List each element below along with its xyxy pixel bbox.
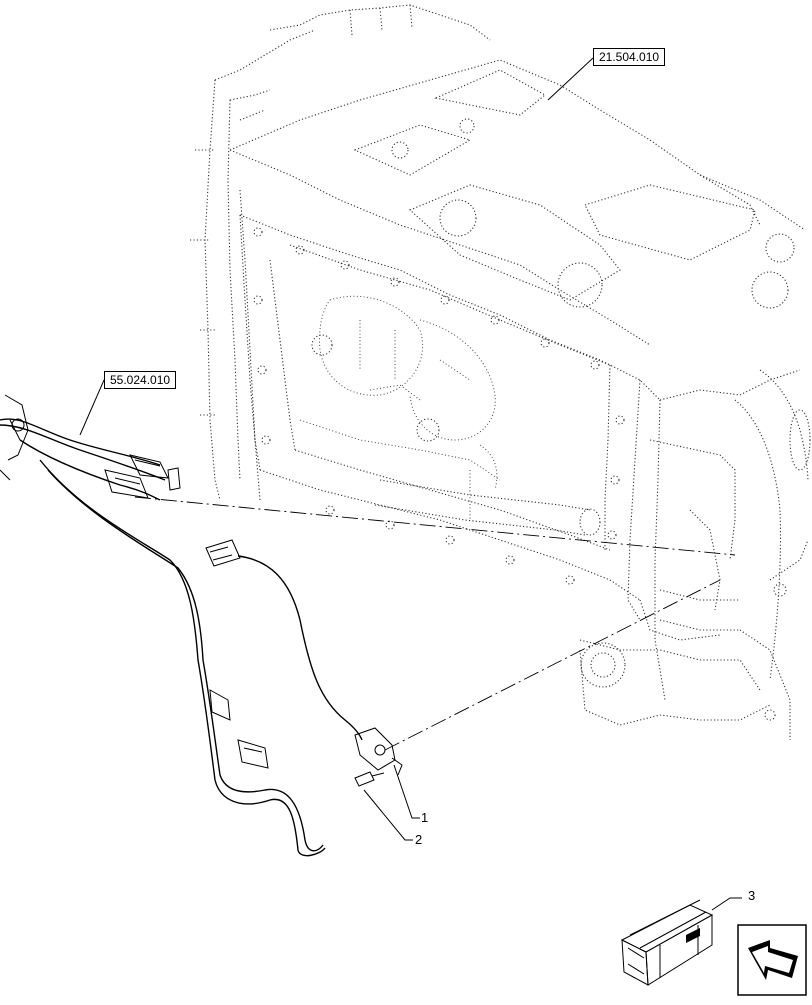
transmission-housing-drawing [190, 4, 811, 740]
callout-number-2: 2 [415, 832, 423, 847]
callout-leader-2 [363, 789, 413, 841]
leader-line-harness [79, 379, 105, 436]
callout-number-3: 3 [748, 888, 756, 903]
reference-harness-label[interactable]: 55.024.010 [104, 371, 177, 389]
alignment-line-upper [134, 496, 736, 556]
wiring-harness-drawing [0, 394, 326, 857]
alignment-line-lower [384, 579, 721, 751]
kit-box-icon [620, 899, 714, 986]
callout-leader-1 [393, 764, 420, 819]
callout-leader-3 [711, 897, 742, 911]
leader-line-transmission [547, 57, 594, 101]
callout-number-1: 1 [421, 810, 429, 825]
reference-transmission-label[interactable]: 21.504.010 [593, 48, 666, 66]
screw-part [354, 771, 385, 787]
arrow-navigation-icon [737, 924, 807, 996]
speed-sensor-part [205, 539, 403, 776]
